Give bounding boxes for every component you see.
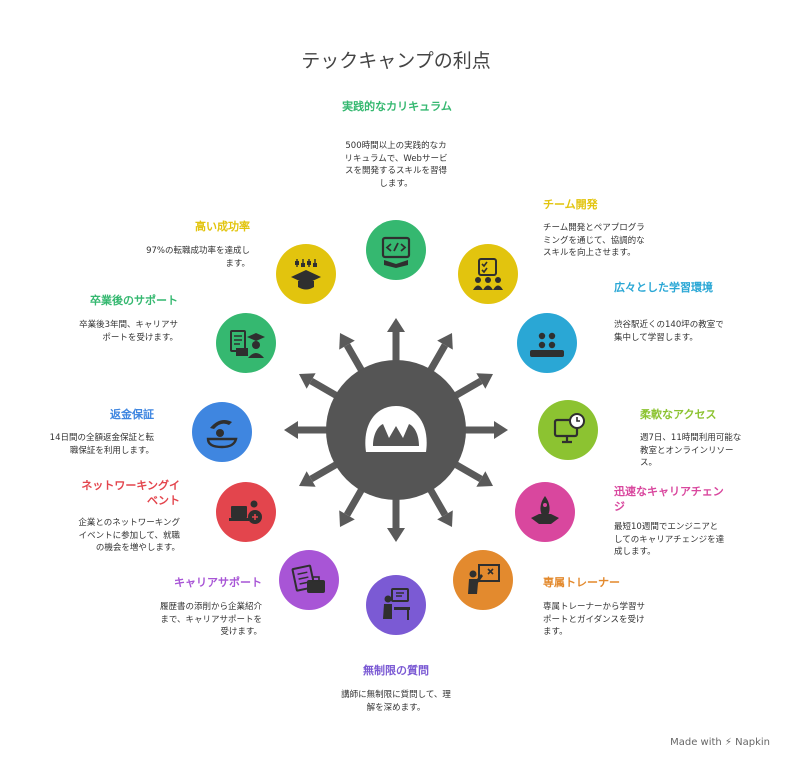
icon-node: [366, 575, 426, 635]
item-label-refund: 返金保証: [110, 408, 154, 421]
classroom-icon: [530, 332, 564, 357]
networking-icon: [229, 500, 262, 524]
item-label-career-change: 迅速なキャリアチェンジ: [614, 485, 724, 513]
graduation-cap-icon: [291, 259, 321, 290]
icon-node: [276, 244, 336, 304]
icon-node-circle: [538, 400, 598, 460]
rocket-icon: [531, 496, 559, 524]
arrow-head: [437, 510, 453, 527]
item-desc-access: 週7日、11時間利用可能な教室とオンラインリソース。: [640, 433, 742, 468]
icon-node-circle: [366, 220, 426, 280]
arrow-shaft: [451, 459, 483, 483]
item-label-trainer: 専属トレーナー: [543, 576, 620, 589]
item-label-environment: 広々とした学習環境: [614, 281, 713, 294]
item-desc-team-dev: チーム開発とペアプログラミングを通じて、協調的なスキルを向上させます。: [543, 223, 645, 258]
arrow-shaft: [425, 343, 449, 375]
icon-node: [216, 313, 276, 373]
item-desc-trainer: 専属トレーナーから学習サポートとガイダンスを受けます。: [543, 602, 646, 637]
team-checklist-icon: [473, 258, 503, 290]
item-desc-success-rate: 97%の転職成功率を達成します。: [146, 246, 250, 269]
page-title: テックキャンプの利点: [301, 50, 491, 72]
arrow-shaft: [343, 343, 367, 375]
arrow-head: [387, 528, 405, 542]
arrow-shaft: [309, 459, 341, 483]
icon-node-circle: [517, 313, 577, 373]
arrow-shaft: [451, 377, 483, 401]
item-desc-questions: 講師に無制限に質問して、理解を深めます。: [341, 690, 451, 713]
icon-nodes-group: [192, 220, 598, 635]
arrow-head: [387, 318, 405, 332]
resume-briefcase-icon: [291, 564, 325, 593]
item-label-team-dev: チーム開発: [543, 198, 598, 211]
arrow-head: [299, 471, 316, 487]
item-label-curriculum: 実践的なカリキュラム: [342, 100, 452, 113]
item-label-access: 柔軟なアクセス: [640, 408, 717, 421]
arrow-head: [476, 471, 493, 487]
arrow-head: [476, 373, 493, 389]
icon-node: [517, 313, 577, 373]
trainer-board-icon: [468, 564, 500, 594]
arrow-shaft: [343, 485, 367, 517]
monitor-clock-icon: [553, 413, 585, 444]
item-label-career-support: キャリアサポート: [174, 576, 262, 589]
arrow-head: [299, 373, 316, 389]
item-label-questions: 無制限の質問: [363, 664, 429, 677]
item-desc-curriculum: 500時間以上の実践的なカリキュラムで、Webサービスを開発するスキルを習得しま…: [344, 141, 448, 189]
arrow-head: [339, 333, 355, 350]
desk-question-icon: [383, 588, 410, 620]
icon-node: [458, 244, 518, 304]
icon-node: [366, 220, 426, 280]
item-desc-career-change: 最短10週間でエンジニアとしてのキャリアチェンジを達成します。: [614, 522, 725, 557]
icon-node-circle: [366, 575, 426, 635]
icon-node: [538, 400, 598, 460]
icon-node: [453, 550, 513, 610]
napkin-watermark: Made with ⚡ Napkin: [670, 737, 770, 748]
item-desc-environment: 渋谷駅近くの140坪の教室で集中して学習します。: [614, 320, 724, 343]
item-label-post-grad: 卒業後のサポート: [90, 294, 178, 307]
arrow-head: [339, 510, 355, 527]
arrows-group: [284, 318, 508, 542]
arrow-head: [437, 333, 453, 350]
hub-logo-icon: [365, 406, 427, 452]
arrow-head: [284, 421, 298, 439]
item-desc-networking: 企業とのネットワーキングイベントに参加して、就職の機会を増やします。: [78, 518, 180, 553]
money-hand-icon: [206, 420, 238, 449]
item-label-success-rate: 高い成功率: [195, 220, 250, 233]
icon-node: [216, 482, 276, 542]
graduate-document-icon: [230, 330, 265, 358]
arrow-head: [494, 421, 508, 439]
item-desc-career-support: 履歴書の添削から企業紹介まで、キャリアサポートを受けます。: [159, 602, 262, 637]
arrow-shaft: [425, 485, 449, 517]
item-desc-refund: 14日間の全額返金保証と転職保証を利用します。: [49, 433, 154, 456]
item-label-networking: ネットワーキングイベント: [81, 479, 180, 507]
icon-node: [279, 550, 339, 610]
code-book-icon: [381, 236, 411, 268]
icon-node: [192, 402, 252, 462]
icon-node: [515, 482, 575, 542]
arrow-shaft: [309, 377, 341, 401]
item-desc-post-grad: 卒業後3年間、キャリアサポートを受けます。: [79, 320, 178, 343]
